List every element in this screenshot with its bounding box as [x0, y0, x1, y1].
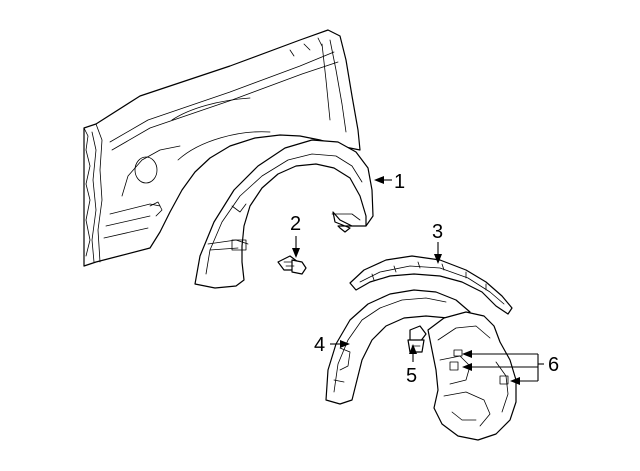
bed-side-panel [83, 29, 361, 267]
splash-shield [349, 255, 513, 315]
callout-2: 2 [290, 213, 301, 235]
callout-5: 5 [406, 365, 417, 387]
fender-flare [194, 139, 374, 289]
callout-1: 1 [394, 171, 405, 193]
rear-fender-liner [427, 311, 517, 441]
bolt [277, 255, 307, 275]
callout-3: 3 [432, 221, 443, 243]
push-pin-retainer [407, 325, 427, 353]
callout-leaders [292, 176, 544, 385]
callout-6: 6 [548, 354, 559, 376]
callout-4: 4 [314, 334, 325, 356]
